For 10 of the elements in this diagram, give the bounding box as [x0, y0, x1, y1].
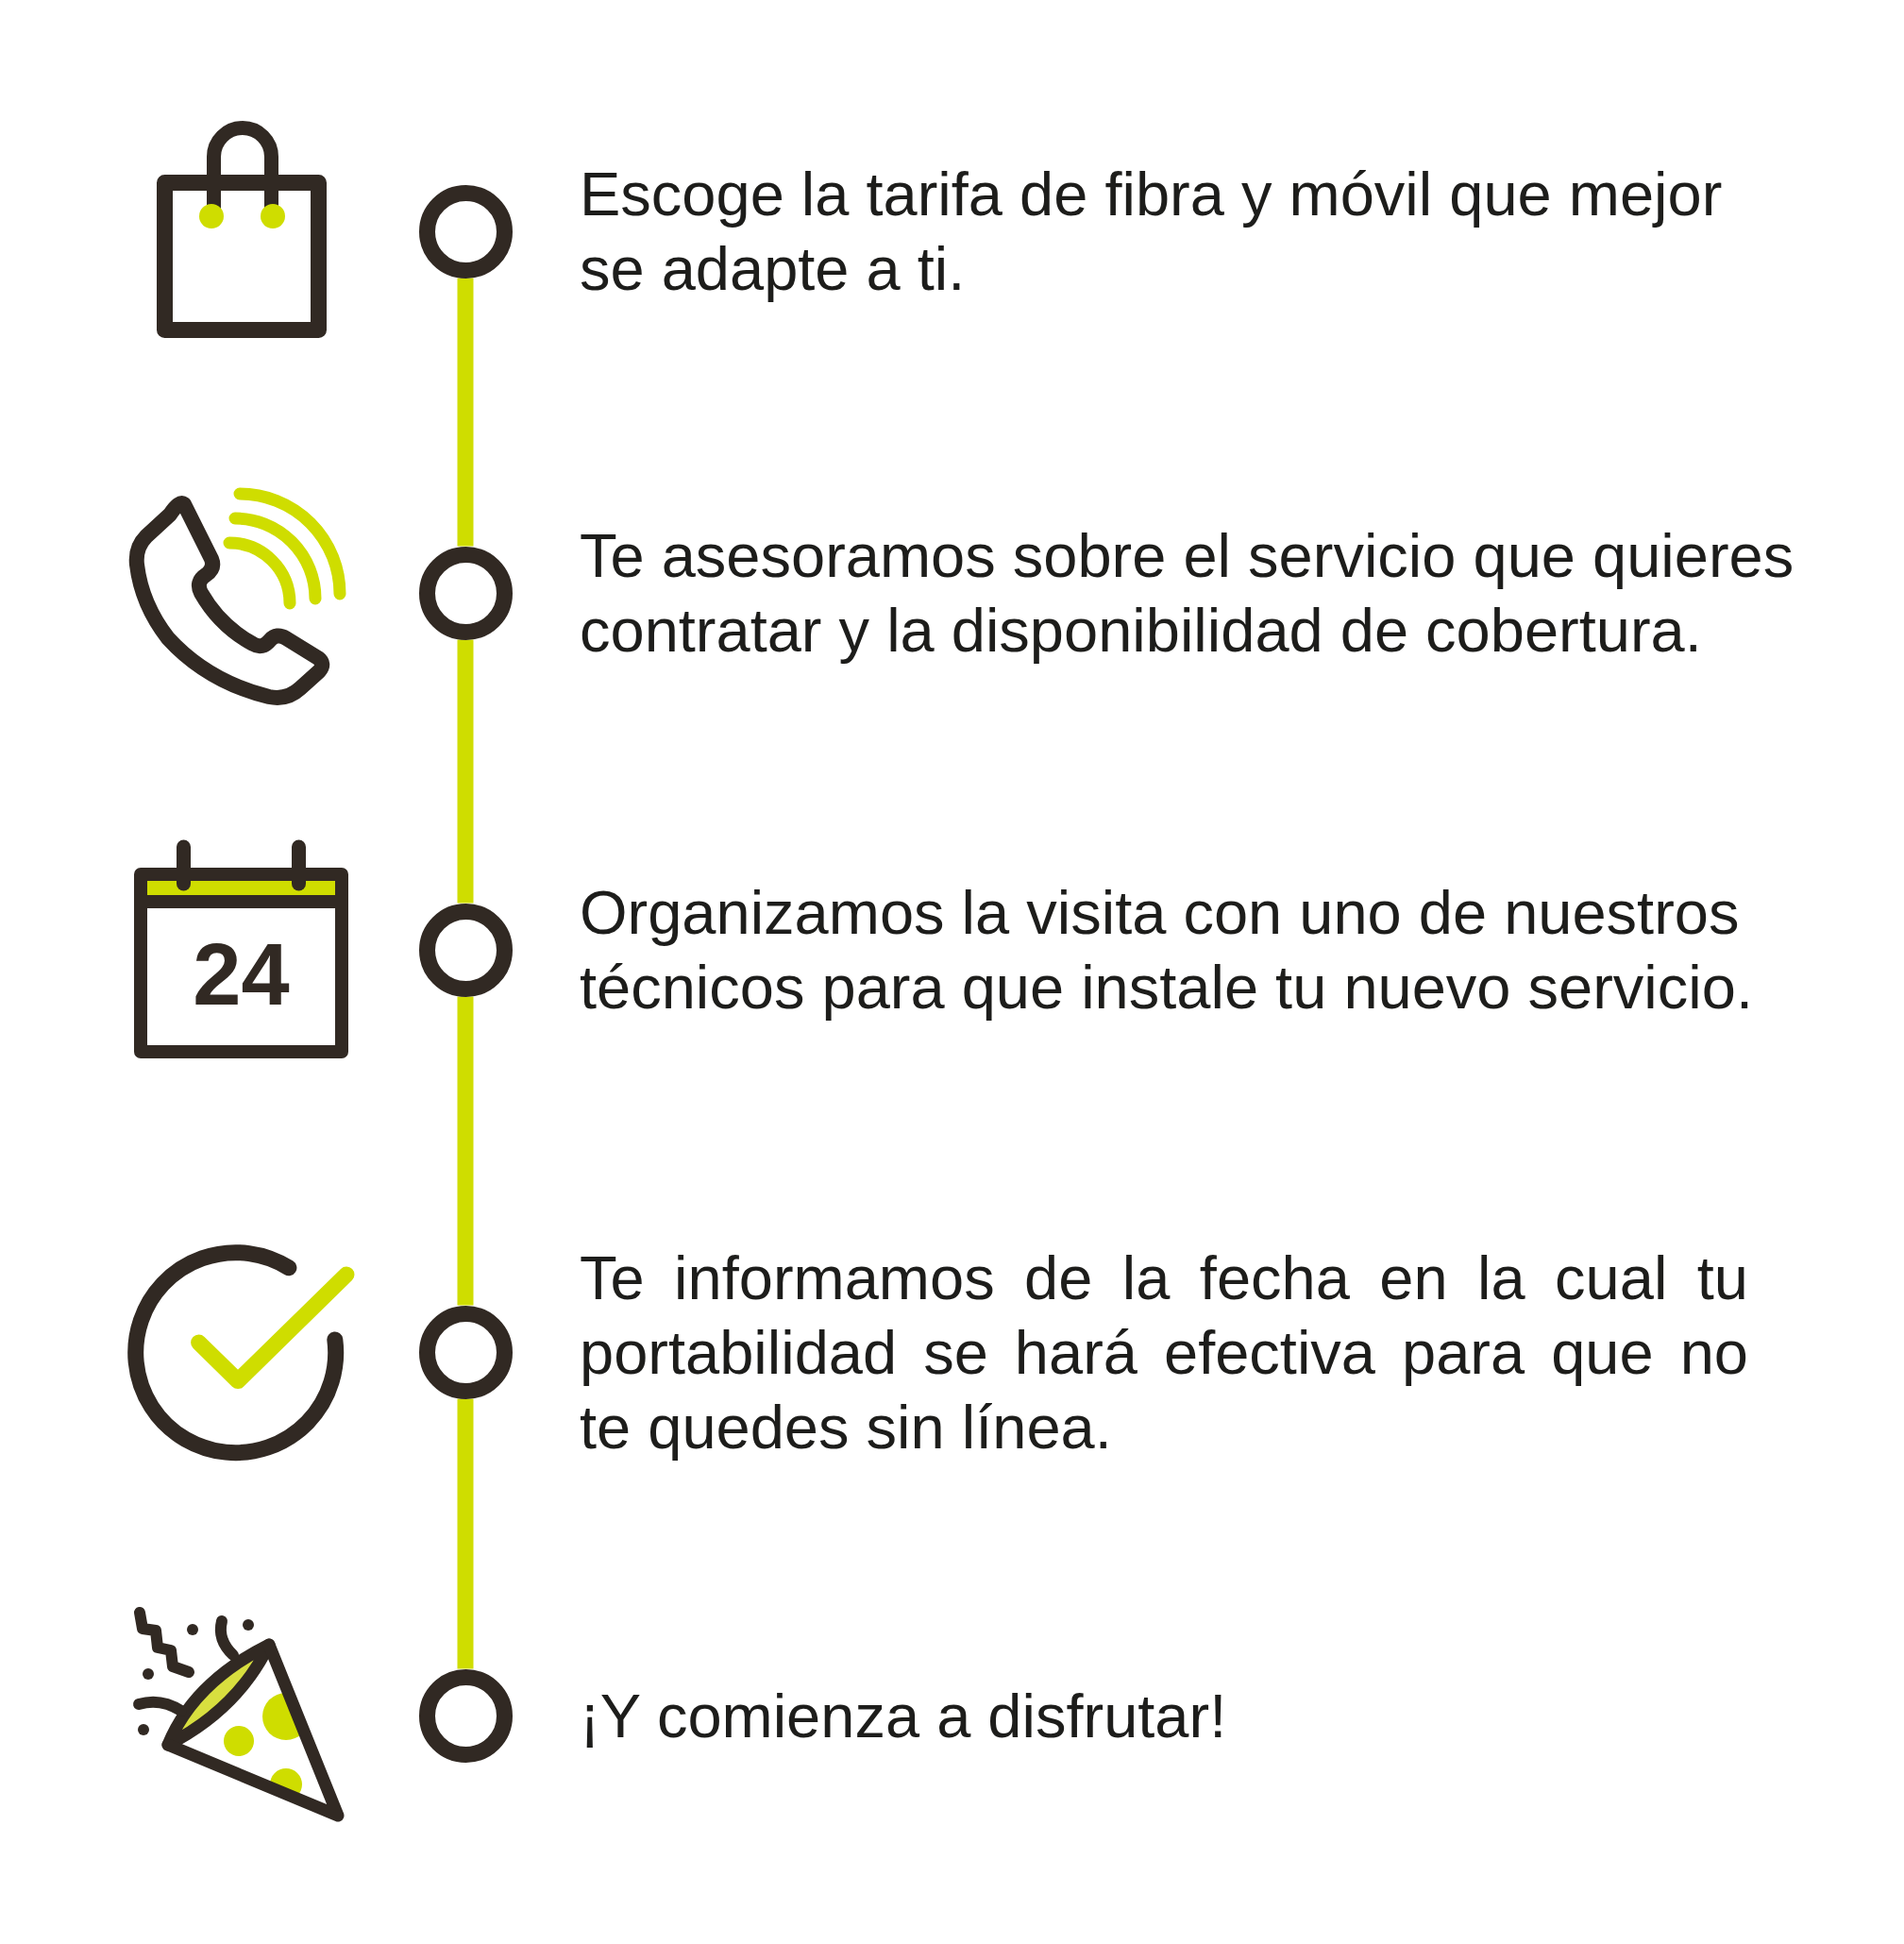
connector-line: [457, 278, 474, 547]
step-description: Te informamos de la fecha en la cual tu portabilidad se hará efectiva para que no te quedes sin línea.: [580, 1242, 1748, 1463]
connector-line: [457, 1398, 474, 1669]
step-description: Escoge la tarifa de fibra y móvil que mejor se adapte a ti.: [580, 159, 1724, 305]
step-description: ¡Y comienza a disfrutar!: [580, 1680, 1228, 1752]
date-number: 24: [193, 931, 290, 1019]
step-description: Te asesoramos sobre el servicio que quieres contratar y la disponibilidad de cobertura.: [580, 520, 1795, 667]
step-description: Organizamos la visita con uno de nuestros técnicos para que instale tu nuevo servicio.: [580, 877, 1754, 1023]
connector-line: [457, 996, 474, 1306]
connector-line: [457, 639, 474, 904]
